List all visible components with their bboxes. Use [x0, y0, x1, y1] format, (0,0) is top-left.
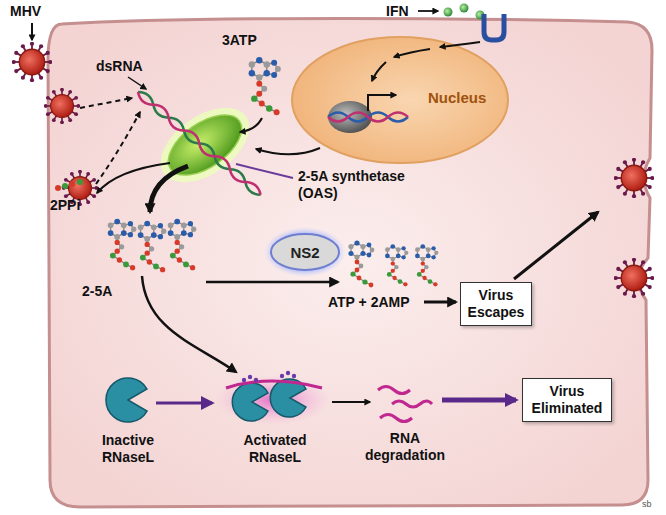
- product-label: ATP + 2AMP: [328, 294, 410, 311]
- atp-amp-molecules: [385, 244, 408, 286]
- atp-arrow: [240, 118, 262, 132]
- ifn-arrow: [418, 10, 438, 12]
- 2-5a-molecule: [138, 221, 167, 273]
- cytokine-label: IFN: [386, 3, 409, 20]
- dna-helix: [328, 113, 408, 122]
- signal-arrow: [372, 62, 386, 81]
- dna-helix: [328, 113, 408, 122]
- pyrophosphate: [62, 183, 68, 189]
- rna-fragments: [378, 387, 432, 422]
- virus-particles: [44, 88, 80, 124]
- enzyme-state-label: Activated RNaseL: [228, 432, 322, 466]
- ifn-molecules: [444, 8, 453, 17]
- dsrna-helix: [135, 89, 263, 198]
- atp-amp-molecules: [415, 244, 438, 286]
- byproduct-label: 2PPi: [50, 197, 80, 214]
- enzyme-state-label: Inactive RNaseL: [86, 432, 170, 466]
- rna-fragments: [392, 401, 432, 407]
- atp-amp-molecules: [348, 240, 438, 287]
- virus-particles: [614, 258, 655, 299]
- nucleus-organelle: Nucleus: [290, 35, 510, 165]
- bound-2-5a: [242, 378, 246, 382]
- virus-label: MHV: [10, 3, 41, 20]
- escape-arrow: [424, 301, 456, 304]
- signal-arrow: [394, 49, 430, 57]
- outcome-box: Virus Eliminated: [522, 378, 612, 422]
- rnasel-inactive: [106, 378, 147, 422]
- box-text: Virus Eliminated: [529, 383, 605, 417]
- dsrna-helix: [135, 89, 263, 198]
- rna-fragments: [378, 387, 410, 394]
- bound-2-5a: [248, 375, 252, 379]
- virus-particles: [12, 42, 53, 83]
- pyrophosphate: [55, 179, 83, 191]
- dsrna-arrow: [96, 112, 140, 184]
- pyrophosphate: [77, 179, 83, 185]
- pyrophosphate: [55, 185, 61, 191]
- bound-2-5a: [254, 378, 258, 382]
- rnasel-active: [232, 383, 268, 421]
- elimination-arrow: [442, 398, 516, 403]
- ifn-molecules: [444, 4, 485, 20]
- bound-2-5a: [292, 374, 296, 378]
- bound-2-5a: [242, 371, 296, 382]
- enzyme-label: 2-5A synthetase (OAS): [298, 168, 430, 202]
- dsrna-arrow: [80, 98, 132, 108]
- ifn-receptor: [484, 14, 504, 40]
- label-arrow: [128, 77, 146, 89]
- cleavage-arrow: [206, 281, 338, 284]
- atp-amp-molecules: [348, 240, 374, 287]
- leader-line: [236, 164, 293, 178]
- entry-arrow: [31, 23, 33, 40]
- transcription-arrow: [368, 95, 396, 111]
- bound-2-5a: [286, 371, 290, 375]
- substrate-label: 3ATP: [222, 32, 257, 49]
- activation-glow: [215, 375, 331, 425]
- rna-fragments: [380, 415, 412, 422]
- escape-arrow: [514, 212, 598, 279]
- protein-outline: [271, 234, 339, 270]
- dsrna-helix: [135, 89, 263, 198]
- virus-particles: [614, 158, 655, 199]
- activation-arrow: [156, 402, 212, 405]
- degradation-arrow: [332, 401, 370, 403]
- ifn-molecules: [460, 4, 469, 13]
- node-label: Nucleus: [428, 89, 486, 106]
- process-label: RNA degradation: [355, 430, 455, 464]
- product-label: 2-5A: [82, 283, 112, 300]
- 2-5a-molecule: [168, 219, 197, 271]
- box-text: Virus Escapes: [467, 287, 525, 321]
- pyrophosphate: [69, 181, 75, 187]
- protein-glow: [264, 227, 346, 277]
- atp-molecule: [249, 57, 281, 115]
- rna-label: dsRNA: [96, 58, 143, 75]
- expression-arrow: [256, 148, 320, 154]
- signal-arrow: [440, 42, 480, 47]
- activation-arrow: [142, 276, 236, 372]
- 2-5a-molecule: [108, 219, 197, 273]
- outcome-box: Virus Escapes: [460, 282, 532, 326]
- bound-2-5a: [280, 374, 284, 378]
- protein-ellipse: NS2: [270, 233, 340, 271]
- pyrophosphate: [58, 182, 80, 188]
- chromatin: [328, 101, 372, 133]
- reaction-arrow: [150, 166, 188, 212]
- nucleus-outline: [292, 37, 508, 163]
- 2-5a-molecule: [108, 219, 137, 271]
- rna-strand: [226, 381, 322, 388]
- watermark: sb: [642, 499, 652, 510]
- node-label: NS2: [290, 244, 319, 261]
- cell-membrane: [48, 19, 652, 508]
